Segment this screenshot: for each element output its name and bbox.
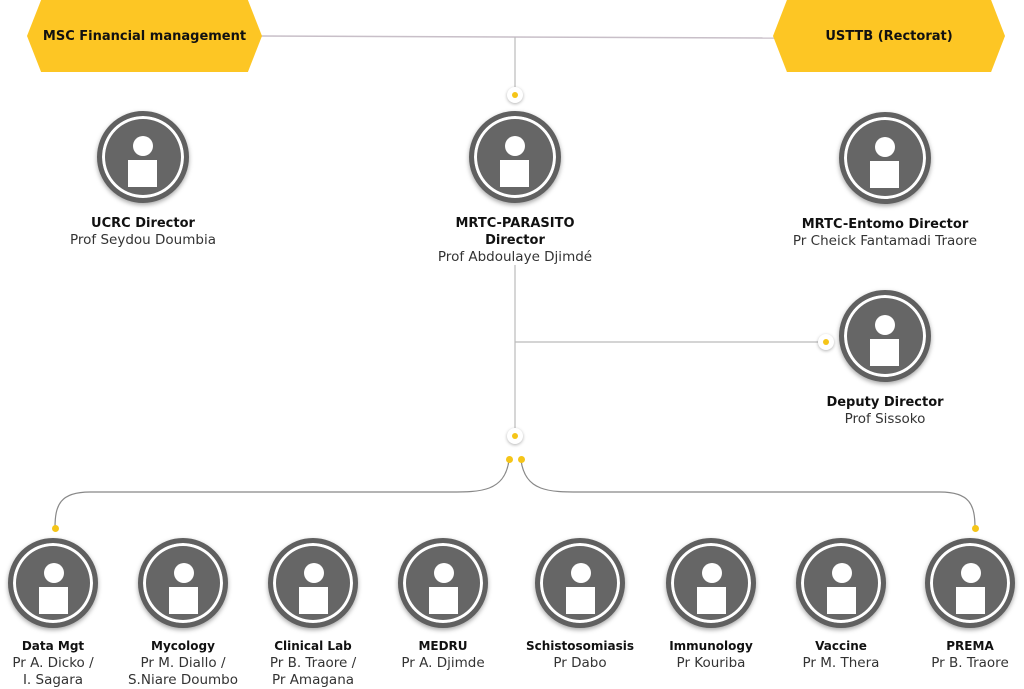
node-name: Pr Cheick Fantamadi Traore [792,233,978,249]
unit-lead-2: Pr Amagana [271,672,355,688]
msc-financial-management-box: MSC Financial management [27,0,262,72]
person-icon [469,111,561,203]
unit-lead: Pr B. Traore / [269,655,357,671]
unit-lead: Pr Dabo [553,655,607,671]
box-label: USTTB (Rectorat) [825,28,953,44]
box-label: MSC Financial management [42,28,247,44]
unit-node: Vaccine Pr M. Thera [771,538,911,672]
person-icon [925,538,1015,628]
connector-dot [507,428,523,444]
person-icon [666,538,756,628]
unit-node: Data Mgt Pr A. Dicko /I. Sagara [0,538,123,689]
ucrc-director-node: UCRC Director Prof Seydou Doumbia [53,111,233,249]
node-name: Prof Seydou Doumbia [70,232,216,248]
mrtc-entomo-director-node: MRTC-Entomo Director Pr Cheick Fantamadi… [782,112,988,250]
node-name: Prof Sissoko [844,411,926,427]
person-icon [839,112,931,204]
unit-title: Clinical Lab [274,639,352,653]
unit-node: Mycology Pr M. Diallo /S.Niare Doumbo [113,538,253,689]
node-title: Deputy Director [826,395,944,410]
unit-title: Mycology [151,639,215,653]
connector-dot [972,525,979,532]
deputy-director-node: Deputy Director Prof Sissoko [802,290,968,428]
person-icon [97,111,189,203]
unit-lead: Pr B. Traore [931,655,1009,671]
unit-lead: Pr A. Djimde [401,655,485,671]
connector-dot [506,456,513,463]
mrtc-parasito-director-node: MRTC-PARASITO Director Prof Abdoulaye Dj… [425,111,605,266]
unit-title: MEDRU [418,639,468,653]
connector-dot [518,456,525,463]
unit-node: PREMA Pr B. Traore [900,538,1024,672]
node-name: Prof Abdoulaye Djimdé [437,249,593,265]
node-title: MRTC-PARASITO Director [455,216,575,248]
unit-title: PREMA [946,639,994,653]
connector-dot [52,525,59,532]
unit-title: Data Mgt [21,639,85,653]
person-icon [796,538,886,628]
connector-dot [507,87,523,103]
person-icon [535,538,625,628]
unit-node: Immunology Pr Kouriba [641,538,781,672]
unit-lead: Pr M. Diallo / [140,655,226,671]
node-title: MRTC-Entomo Director [801,217,969,232]
unit-title: Vaccine [815,639,867,653]
unit-title: Schistosomiasis [525,639,635,653]
unit-lead: Pr M. Thera [802,655,880,671]
node-title: UCRC Director [91,216,195,231]
person-icon [268,538,358,628]
unit-lead: Pr A. Dicko / [12,655,94,671]
unit-node: MEDRU Pr A. Djimde [373,538,513,672]
usttb-rectorat-box: USTTB (Rectorat) [773,0,1005,72]
person-icon [138,538,228,628]
unit-node: Schistosomiasis Pr Dabo [510,538,650,672]
person-icon [839,290,931,382]
unit-lead: Pr Kouriba [676,655,746,671]
unit-lead-2: I. Sagara [22,672,84,688]
connector-dot [818,334,834,350]
person-icon [8,538,98,628]
unit-lead-2: S.Niare Doumbo [127,672,239,688]
unit-title: Immunology [669,639,753,653]
unit-node: Clinical Lab Pr B. Traore /Pr Amagana [243,538,383,689]
person-icon [398,538,488,628]
